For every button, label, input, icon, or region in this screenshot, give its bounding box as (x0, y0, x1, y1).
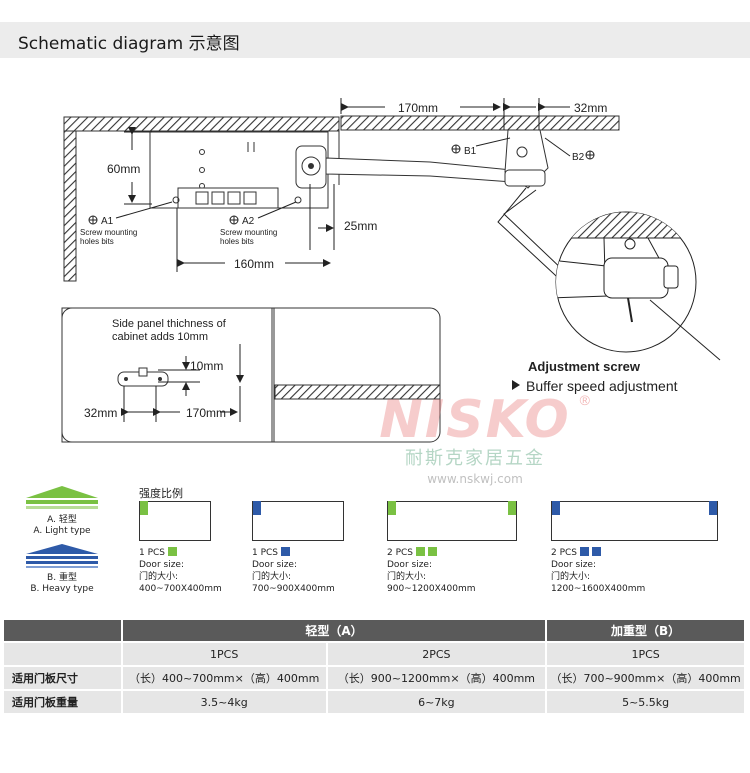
door-box (387, 501, 517, 541)
screw-label-a1-line1: Screw mounting (80, 228, 137, 237)
dim-170-bottom: 170mm (186, 406, 226, 420)
table-cell: 2PCS (326, 642, 548, 667)
table-cell: （长）700~900mm×（高）400mm (546, 666, 746, 691)
schematic-diagram: 170mm 32mm B1 B2 60mm A1 Screw mounting … (0, 60, 750, 480)
card-info: 1 PCS Door size: 门的大小: 400~700X400mm (139, 547, 222, 595)
dim-25: 25mm (344, 219, 377, 233)
legend-light-cn: A. 轻型 (47, 515, 77, 525)
pcs-label: 1 PCS (252, 548, 279, 558)
zoom-detail (555, 211, 697, 353)
label-b2: B2 (572, 152, 585, 163)
dim-160: 160mm (234, 257, 274, 271)
side-panel-note-line1: Side panel thichness of (112, 318, 227, 330)
card-info: 2 PCS Door size: 门的大小: 900~1200X400mm (387, 547, 476, 595)
table-row: 适用门板尺寸 （长）400~700mm×（高）400mm （长）900~1200… (4, 666, 746, 691)
table-row: 适用门板重量 3.5~4kg 6~7kg 5~5.5kg (4, 690, 746, 715)
legend-heavy: B. 重型 B. Heavy type (22, 542, 102, 595)
light-type-icon (26, 486, 98, 509)
cabinet-top-hatch (63, 116, 340, 132)
pcs-square-icon (592, 547, 602, 556)
pcs-square-icon (168, 547, 178, 556)
row-label (4, 642, 123, 667)
table-header-row: 轻型（A） 加重型（B） (4, 620, 746, 643)
hinge-mark (140, 501, 148, 515)
legend-heavy-en: B. Heavy type (30, 584, 94, 594)
hinge-mark-left (388, 501, 396, 515)
table-cell: （长）900~1200mm×（高）400mm (326, 666, 548, 691)
door-size-label: Door size: (387, 560, 432, 570)
door-box (139, 501, 211, 541)
hinge-mark-right (508, 501, 516, 515)
dim-10: 10mm (190, 359, 223, 373)
pcs-label: 1 PCS (139, 548, 166, 558)
table-header-light: 轻型（A） (121, 620, 548, 643)
label-b1: B1 (464, 146, 477, 157)
header-bar (0, 22, 750, 58)
door-size-cn: 门的大小: (139, 572, 179, 582)
dim-170-top: 170mm (398, 101, 438, 115)
door-size-cn: 门的大小: (551, 572, 591, 582)
support-arm (325, 157, 513, 183)
cabinet-side-hatch (63, 130, 77, 282)
label-a2: A2 (242, 216, 255, 227)
lower-shelf-hatch (274, 384, 441, 400)
hinge-mark-left (552, 501, 560, 515)
buffer-speed-label: Buffer speed adjustment (526, 378, 678, 394)
door-size-value: 700~900X400mm (252, 584, 335, 594)
pcs-square-icon (281, 547, 291, 556)
door-size-cn: 门的大小: (387, 572, 427, 582)
door-size-value: 1200~1600X400mm (551, 584, 646, 594)
row-label: 适用门板重量 (4, 690, 123, 715)
door-size-cn: 门的大小: (252, 572, 292, 582)
side-panel-note-line2: cabinet adds 10mm (112, 331, 208, 343)
strength-ratio-title: 强度比例 (139, 487, 183, 500)
label-a1: A1 (101, 216, 114, 227)
table-cell: 5~5.5kg (546, 690, 746, 715)
heavy-type-icon (26, 544, 98, 568)
screw-label-a2-line2: holes bits (220, 237, 254, 246)
door-box (551, 501, 718, 541)
screw-label-a1-line2: holes bits (80, 237, 114, 246)
spec-table: 轻型（A） 加重型（B） 1PCS 2PCS 1PCS 适用门板尺寸 （长）40… (4, 620, 746, 715)
legend-heavy-cn: B. 重型 (47, 573, 77, 583)
legend-light: A. 轻型 A. Light type (22, 484, 102, 537)
table-header-heavy: 加重型（B） (546, 620, 746, 643)
hinge-mark (253, 501, 261, 515)
door-size-label: Door size: (252, 560, 297, 570)
adjustment-screw-title: Adjustment screw (528, 359, 641, 374)
table-cell: 3.5~4kg (121, 690, 328, 715)
table-cell: 1PCS (546, 642, 746, 667)
table-header-cell (4, 620, 123, 643)
table-row: 1PCS 2PCS 1PCS (4, 642, 746, 667)
right-ceiling-hatch (340, 115, 620, 131)
dim-32-bottom: 32mm (84, 406, 117, 420)
table-cell: 6~7kg (326, 690, 548, 715)
door-size-value: 400~700X400mm (139, 584, 222, 594)
dim-32-top: 32mm (574, 101, 607, 115)
card-info: 2 PCS Door size: 门的大小: 1200~1600X400mm (551, 547, 645, 595)
table-cell: 1PCS (121, 642, 328, 667)
pcs-square-icon (428, 547, 438, 556)
hinge-mark-right (709, 501, 717, 515)
pcs-label: 2 PCS (387, 548, 414, 558)
pcs-square-icon (416, 547, 426, 556)
door-size-label: Door size: (139, 560, 184, 570)
door-box (252, 501, 344, 541)
card-info: 1 PCS Door size: 门的大小: 700~900X400mm (252, 547, 335, 595)
row-label: 适用门板尺寸 (4, 666, 123, 691)
door-size-label: Door size: (551, 560, 596, 570)
legend-light-en: A. Light type (33, 526, 91, 536)
pcs-label: 2 PCS (551, 548, 578, 558)
dim-60: 60mm (107, 162, 140, 176)
table-cell: （长）400~700mm×（高）400mm (121, 666, 328, 691)
pcs-square-icon (580, 547, 590, 556)
page-title: Schematic diagram 示意图 (18, 34, 240, 54)
door-size-value: 900~1200X400mm (387, 584, 476, 594)
screw-label-a2-line1: Screw mounting (220, 228, 277, 237)
